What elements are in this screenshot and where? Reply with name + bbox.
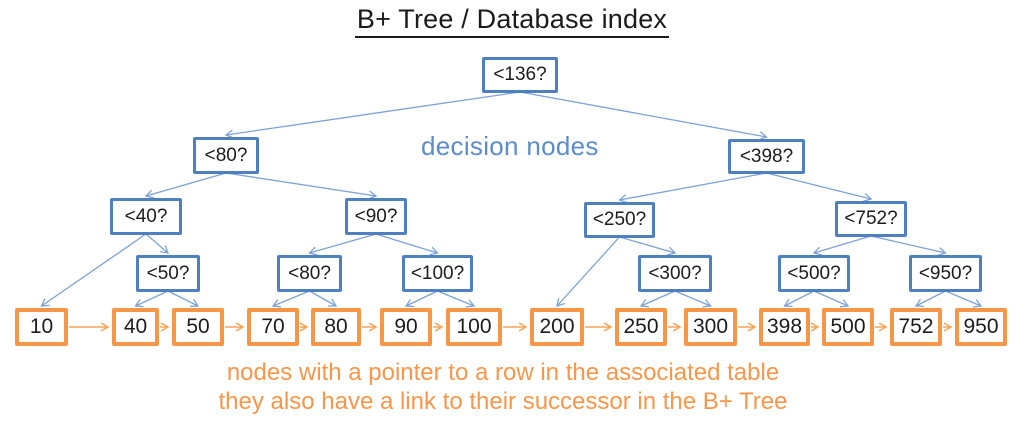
decision-node: <50? [136,255,200,292]
diagram-title: B+ Tree / Database index [354,4,670,38]
leaf-node: 300 [684,308,737,346]
leaf-node: 70 [247,308,299,346]
decision-node: <40? [110,198,182,235]
decision-node: <752? [835,201,907,237]
leaf-node: 250 [615,308,667,346]
leaf-node: 40 [112,308,159,346]
leaf-note-line2: they also have a link to their successor… [218,388,788,415]
decision-node: <250? [584,202,655,238]
leaf-node: 10 [15,308,68,346]
decision-node: <300? [638,255,712,292]
leaf-node: 100 [446,308,502,346]
leaf-node: 80 [311,308,361,346]
leaf-note-line1: nodes with a pointer to a row in the ass… [226,359,780,386]
decision-node: <136? [482,57,558,93]
leaf-node: 90 [380,308,432,346]
leaf-node: 398 [759,308,810,346]
decision-node: <500? [778,255,850,292]
title-wrap: B+ Tree / Database index [0,4,1024,38]
decision-node: <950? [909,255,982,292]
decision-node: <100? [402,255,473,292]
leaf-node: 950 [955,308,1007,346]
decision-nodes-label: decision nodes [421,131,599,161]
leaf-node: 500 [822,308,874,346]
leaf-node: 752 [890,308,942,346]
decision-node: <90? [345,198,407,235]
decision-node: <398? [728,139,805,174]
decision-node: <80? [193,137,259,174]
leaf-node: 50 [172,308,224,346]
leaf-node: 200 [530,308,584,346]
decision-node: <80? [277,255,342,292]
